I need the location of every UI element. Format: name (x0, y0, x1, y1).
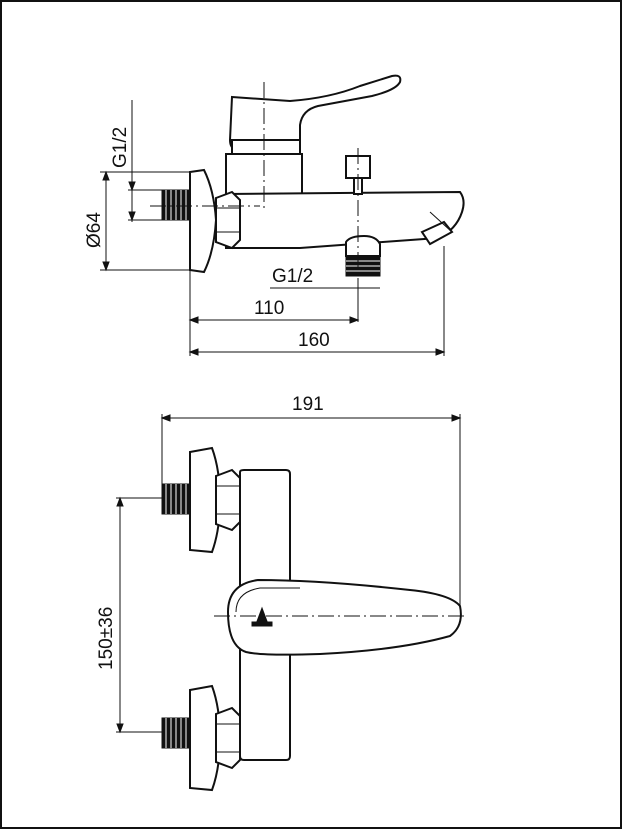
body-upper (239, 469, 291, 601)
dimension-150-36: 150±36 (96, 607, 117, 670)
dimension-110: 110 (254, 298, 284, 319)
shower-outlet (345, 234, 381, 257)
outlet-thread-label: G1/2 (272, 266, 313, 287)
inlet-thread-label: G1/2 (110, 127, 131, 168)
handle-collar (231, 139, 301, 155)
handle-top (226, 578, 462, 656)
lower-hex-nut (215, 706, 241, 770)
upper-hex-nut (215, 468, 241, 532)
dimension-160: 160 (298, 330, 330, 351)
wall-flange (189, 168, 218, 274)
top-view: 191 (96, 394, 468, 792)
flange-diameter-label: Ø64 (84, 212, 105, 248)
body-lower (239, 649, 291, 761)
dimension-191: 191 (292, 394, 324, 415)
side-view: G1/2 Ø64 G1/2 110 160 (84, 74, 465, 356)
hex-nut (215, 190, 241, 250)
